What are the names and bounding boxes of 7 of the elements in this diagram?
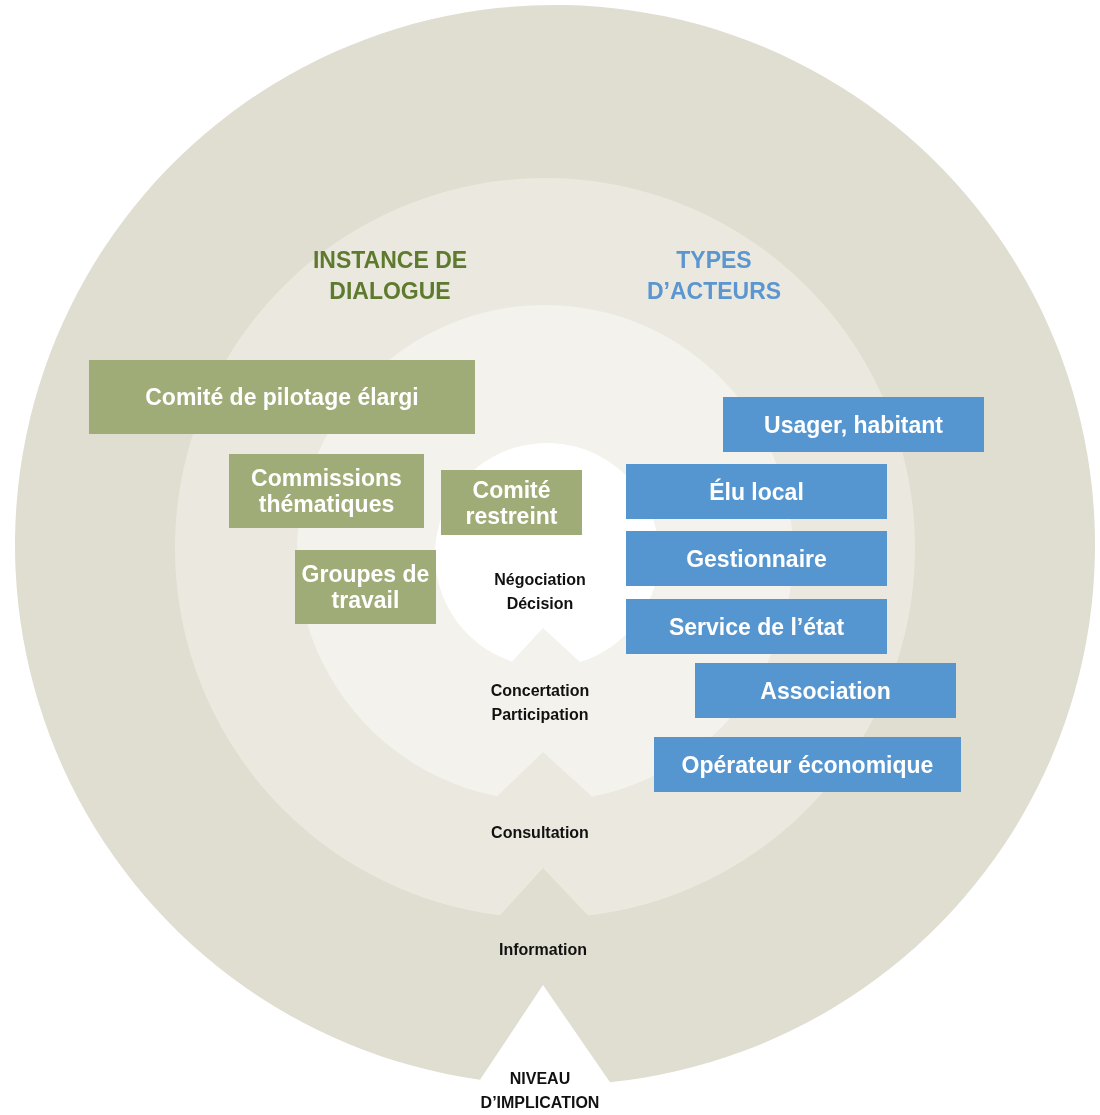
level-label: Information	[498, 940, 588, 960]
column-heading: INSTANCE DE DIALOGUE	[311, 246, 469, 306]
axis-title: NIVEAU D’IMPLICATION	[479, 1069, 601, 1113]
level-label: Consultation	[490, 823, 590, 843]
level-label: Concertation Participation	[489, 681, 591, 725]
level-label: Négociation Décision	[493, 570, 587, 614]
column-heading: TYPES D’ACTEURS	[645, 246, 783, 306]
